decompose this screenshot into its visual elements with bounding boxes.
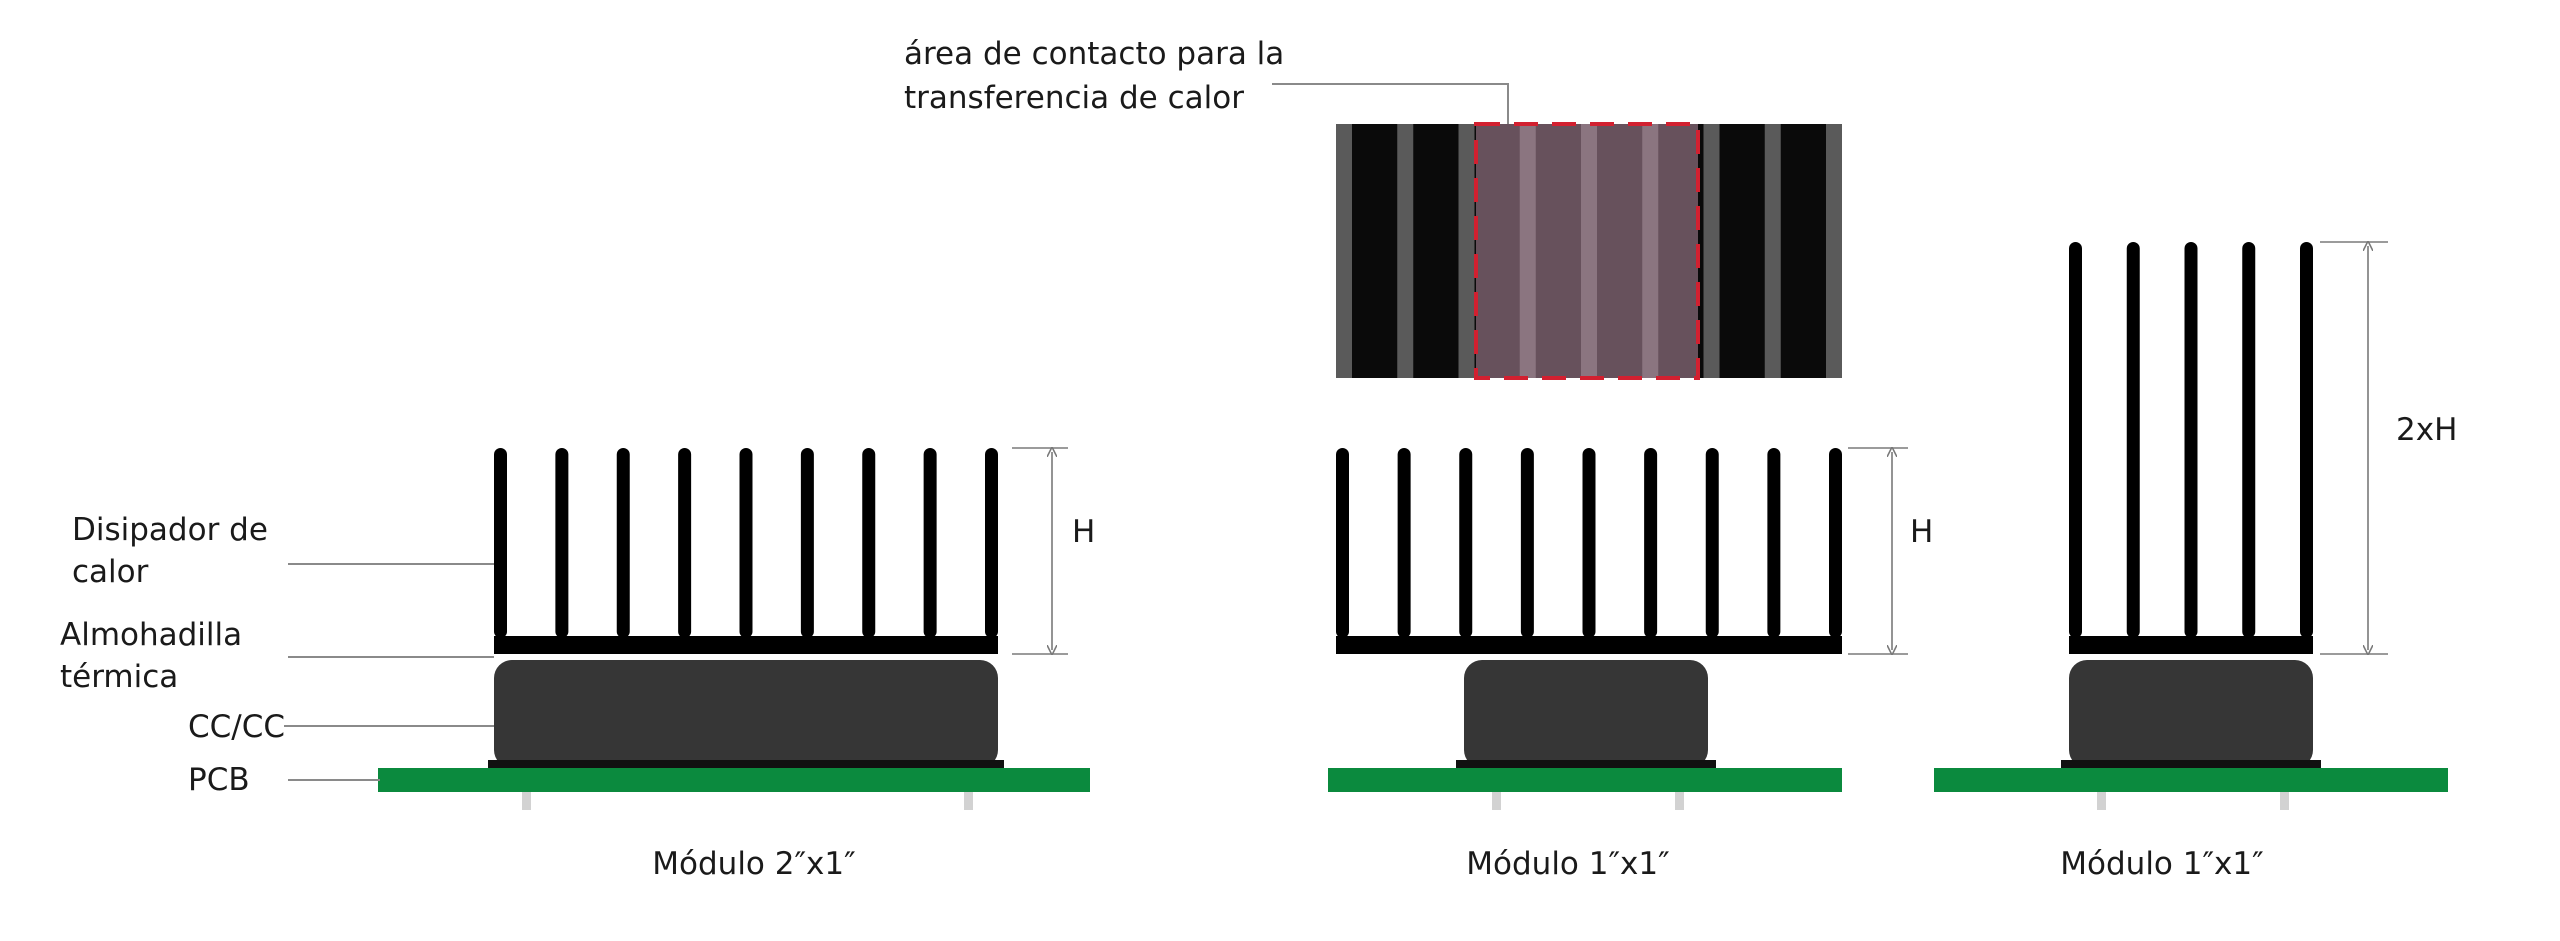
heatsink-fin — [1705, 448, 1719, 638]
pcb-board — [378, 768, 1090, 792]
dimension-left — [1012, 448, 1068, 654]
heatsink-icon — [1336, 448, 1842, 654]
heatsink-fin — [800, 448, 814, 638]
heatsink-fin — [1829, 448, 1842, 638]
heatsink-fin — [2069, 242, 2082, 638]
label-contact-area: área de contacto para la — [904, 36, 1284, 72]
heatsink-base — [2069, 636, 2313, 654]
heatsink-fin — [494, 448, 507, 638]
pcb-pin — [1675, 788, 1684, 810]
label-height-middle: H — [1910, 514, 1933, 550]
top-view-stripe — [1703, 124, 1720, 378]
label-pcb: PCB — [188, 762, 250, 798]
heatsink-fin — [985, 448, 998, 638]
pcb-pin — [964, 788, 973, 810]
pcb-pin — [2097, 788, 2106, 810]
heatsink-fin — [1644, 448, 1658, 638]
label-thermal-pad: Almohadilla — [60, 617, 242, 653]
pcb-pin — [2280, 788, 2289, 810]
label-height-right: 2xH — [2396, 412, 2457, 448]
label-heatsink-2: calor — [72, 554, 149, 590]
label-heatsink: Disipador de — [72, 512, 268, 548]
top-view-stripe — [1458, 124, 1475, 378]
label-module-left: Módulo 2″x1″ — [652, 846, 855, 882]
heatsink-fin — [1397, 448, 1411, 638]
dcdc-module — [1464, 660, 1708, 768]
heatsink-fin — [1336, 448, 1349, 638]
heatsink-fin — [1767, 448, 1781, 638]
heatsink-fin — [739, 448, 753, 638]
heatsink-icon — [494, 448, 998, 654]
assembly-left — [378, 448, 1090, 810]
heatsink-fin — [616, 448, 630, 638]
pcb-board — [1934, 768, 2448, 792]
top-view-stripe — [1336, 124, 1352, 378]
contact-area-overlay — [1474, 122, 1700, 380]
assembly-middle — [1328, 122, 1842, 810]
heatsink-fin — [862, 448, 876, 638]
module-base-line — [488, 760, 1004, 768]
module-base-line — [1456, 760, 1716, 768]
heatsink-fin — [1459, 448, 1473, 638]
label-module-middle: Módulo 1″x1″ — [1466, 846, 1669, 882]
heatsink-base — [1336, 636, 1842, 654]
label-module-right: Módulo 1″x1″ — [2060, 846, 2263, 882]
pcb-pin — [522, 788, 531, 810]
label-thermal-pad-2: térmica — [60, 659, 178, 695]
dcdc-module — [2069, 660, 2313, 768]
dimension-right — [2320, 242, 2388, 654]
heatsink-fin — [1582, 448, 1596, 638]
heatsink-fin — [923, 448, 937, 638]
heatsink-fin — [2126, 242, 2140, 638]
assembly-right — [1934, 242, 2448, 810]
heatsink-fin — [2184, 242, 2198, 638]
heatsink-icon — [2069, 242, 2313, 654]
label-height-left: H — [1072, 514, 1095, 550]
top-view-stripe — [1764, 124, 1781, 378]
heatsink-fin — [1520, 448, 1534, 638]
top-view-stripe — [1397, 124, 1414, 378]
module-base-line — [2061, 760, 2321, 768]
dimension-middle — [1848, 448, 1908, 654]
pcb-pin — [1492, 788, 1501, 810]
heatsink-fin — [2300, 242, 2313, 638]
heatsink-fin — [2242, 242, 2256, 638]
leader-contact-area — [1272, 83, 1509, 124]
dcdc-module — [494, 660, 998, 768]
heatsink-fin — [555, 448, 569, 638]
heatsink-base — [494, 636, 998, 654]
pcb-board — [1328, 768, 1842, 792]
heatsink-fin — [678, 448, 692, 638]
top-view-stripe — [1826, 124, 1842, 378]
label-dcdc: CC/CC — [188, 709, 285, 745]
label-contact-area-2: transferencia de calor — [904, 80, 1244, 116]
